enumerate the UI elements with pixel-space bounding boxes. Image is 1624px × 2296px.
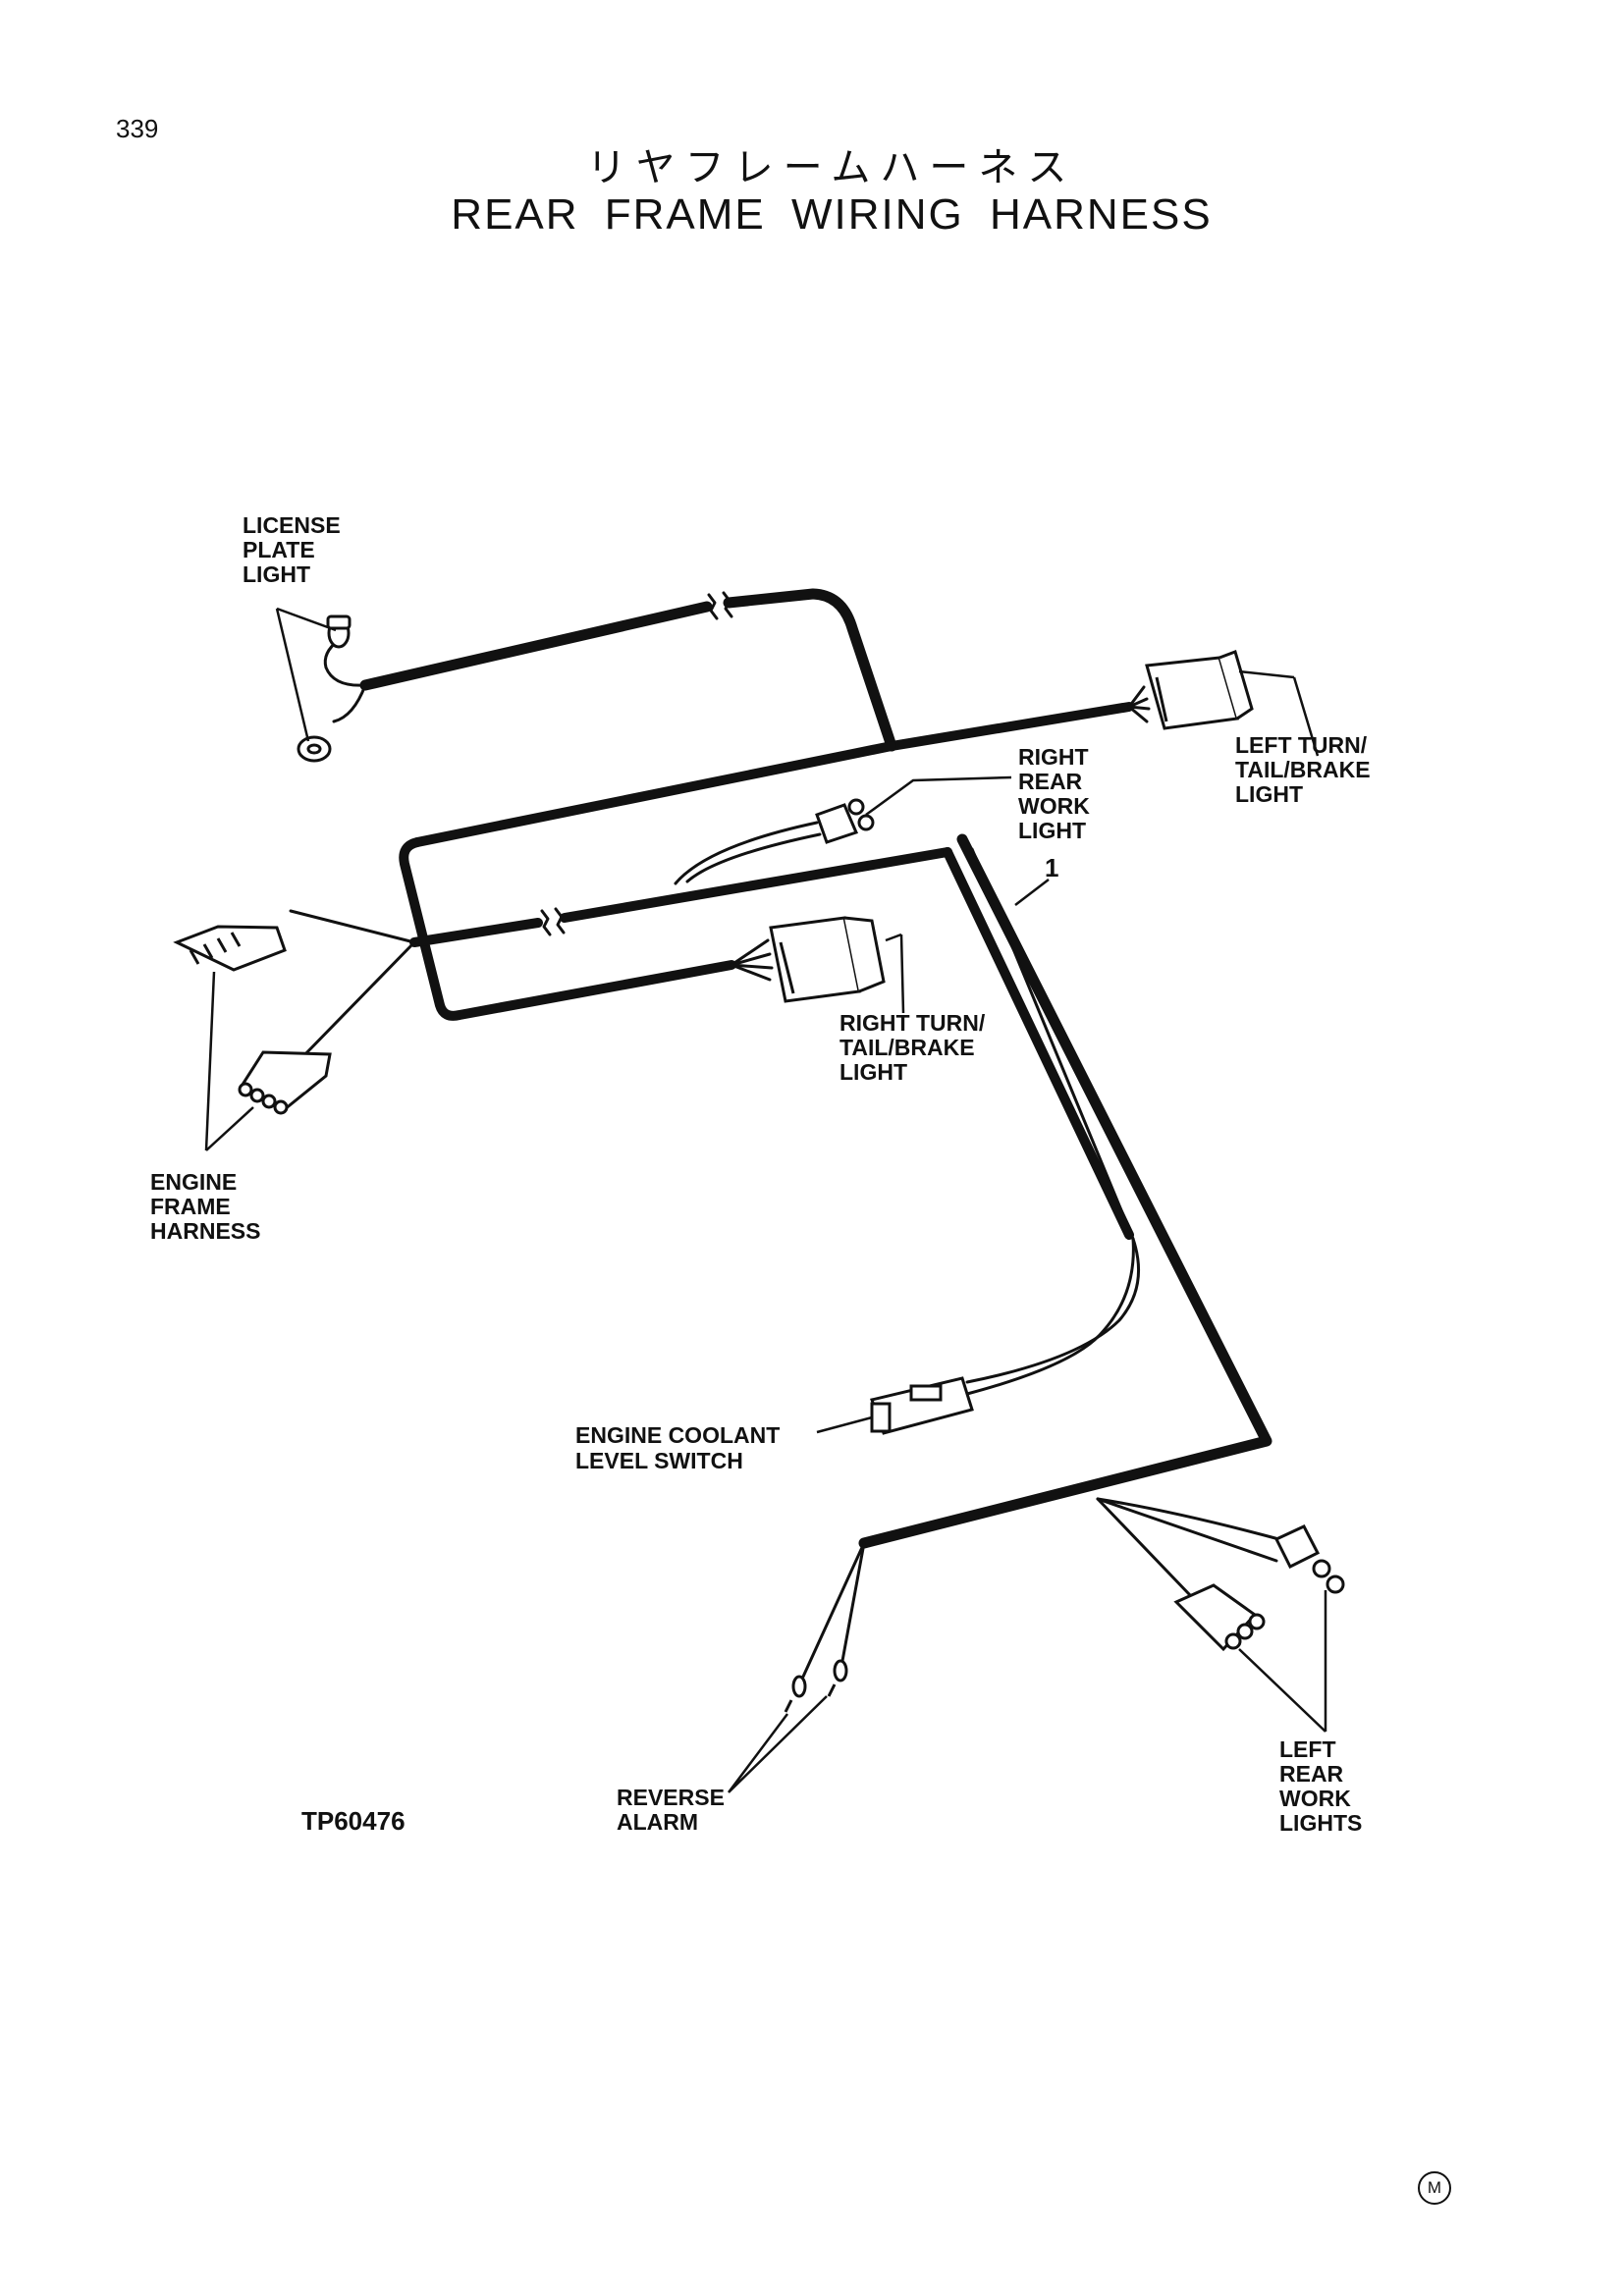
label-line: REAR <box>1279 1761 1344 1787</box>
label-line: LICENSE <box>243 512 341 538</box>
harness-long-outer <box>858 833 1272 1549</box>
wire-right-turn-2 <box>730 952 772 967</box>
wire-engine-frame-2 <box>298 940 416 1062</box>
wire-right-turn-1 <box>730 938 770 967</box>
label-right-rear-work-light: RIGHT REAR WORK LIGHT <box>1018 744 1090 843</box>
label-line: LEVEL SWITCH <box>575 1448 743 1473</box>
left-turn-connector-icon <box>1145 650 1254 730</box>
leader-right-turn <box>885 933 905 1014</box>
harness-license-branch <box>359 601 713 691</box>
corner-mark: M <box>1418 2171 1451 2205</box>
engine-frame-connector-upper-icon <box>173 925 287 972</box>
label-line: LIGHT <box>1235 781 1303 807</box>
label-line: LIGHT <box>839 1059 907 1085</box>
harness-inner-line <box>970 847 1135 1241</box>
ring-terminal-icon <box>297 735 332 763</box>
label-line: LIGHTS <box>1279 1810 1362 1836</box>
label-engine-coolant-switch: ENGINE COOLANT LEVEL SWITCH <box>575 1422 780 1473</box>
leader-reverse-alarm <box>728 1695 828 1793</box>
license-plate-bulb-icon <box>326 614 352 649</box>
page-number: 339 <box>116 114 159 143</box>
label-line: PLATE <box>243 537 315 562</box>
left-rear-work-connector-lower-icon <box>1173 1583 1266 1652</box>
right-turn-connector-icon <box>769 916 886 1003</box>
wire-rear-work-light-2 <box>685 832 822 883</box>
label-line: WORK <box>1018 793 1090 819</box>
wire-license-ground <box>332 683 367 723</box>
label-reverse-alarm: REVERSE ALARM <box>617 1785 725 1835</box>
label-line: LIGHT <box>1018 818 1086 843</box>
label-left-turn-light: LEFT TURN/ TAIL/BRAKE LIGHT <box>1235 732 1371 807</box>
title-english: REAR FRAME WIRING HARNESS <box>451 190 1213 239</box>
harness-license-branch-2 <box>723 588 897 752</box>
harness-long-right <box>943 847 1134 1240</box>
label-line: REVERSE <box>617 1785 725 1810</box>
label-engine-frame-harness: ENGINE FRAME HARNESS <box>150 1169 260 1244</box>
leader-license-plate <box>275 607 337 742</box>
wire-work-lights-1 <box>1096 1497 1288 1543</box>
label-line: LIGHT <box>243 561 310 587</box>
label-right-turn-light: RIGHT TURN/ TAIL/BRAKE LIGHT <box>839 1010 986 1085</box>
wire-rear-work-light <box>674 821 819 885</box>
wire-license-light <box>323 638 367 687</box>
wire-left-turn-4 <box>1127 705 1149 723</box>
wire-work-lights-2 <box>1096 1497 1278 1563</box>
label-line: LEFT TURN/ <box>1235 732 1368 758</box>
coolant-switch-connector-icon <box>870 1376 974 1435</box>
item-ref-number: 1 <box>1045 853 1058 882</box>
label-line: TAIL/BRAKE <box>1235 757 1371 782</box>
label-line: REAR <box>1018 769 1083 794</box>
label-line: ENGINE COOLANT <box>575 1422 780 1448</box>
wire-engine-frame-1 <box>289 909 416 944</box>
leader-right-rear-work <box>865 775 1012 817</box>
break-mark-middle <box>540 907 566 936</box>
label-license-plate-light: LICENSE PLATE LIGHT <box>243 512 341 587</box>
left-rear-work-connector-upper-icon <box>1273 1524 1345 1594</box>
reverse-alarm-terminal-left-icon <box>784 1675 807 1713</box>
label-line: ENGINE <box>150 1169 237 1195</box>
reverse-alarm-terminal-right-icon <box>827 1659 848 1697</box>
label-line: FRAME <box>150 1194 231 1219</box>
leader-left-work-lights <box>1238 1590 1327 1733</box>
leader-left-turn <box>1238 669 1320 757</box>
leader-item-1 <box>1014 879 1050 906</box>
label-line: ALARM <box>617 1809 698 1835</box>
break-mark-upper <box>707 591 733 620</box>
wire-coolant-2 <box>965 1237 1135 1396</box>
label-line: HARNESS <box>150 1218 260 1244</box>
harness-frame-loop-left <box>399 837 736 1021</box>
label-left-rear-work-lights: LEFT REAR WORK LIGHTS <box>1279 1736 1362 1836</box>
title-japanese: リヤフレームハーネス <box>586 145 1077 190</box>
label-line: TAIL/BRAKE <box>839 1035 975 1060</box>
engine-frame-connector-lower-icon <box>238 1050 332 1115</box>
leader-coolant <box>816 1415 873 1434</box>
label-line: WORK <box>1279 1786 1351 1811</box>
wire-left-turn-3 <box>1127 705 1151 711</box>
wire-coolant <box>965 1237 1140 1384</box>
leader-engine-frame <box>204 971 254 1151</box>
label-line: RIGHT <box>1018 744 1089 770</box>
label-line: RIGHT TURN/ <box>839 1010 986 1036</box>
wire-right-turn-3 <box>730 963 774 970</box>
harness-middle-branch <box>409 918 543 947</box>
harness-frame-loop-top <box>412 741 896 847</box>
wire-left-turn-1 <box>1127 685 1146 709</box>
wire-left-turn-2 <box>1127 697 1149 709</box>
wire-right-turn-4 <box>730 963 772 982</box>
label-line: LEFT <box>1279 1736 1336 1762</box>
right-rear-work-connector-icon <box>815 798 875 844</box>
wire-work-lights-3 <box>1096 1497 1192 1597</box>
wire-reverse-alarm-1 <box>801 1541 866 1679</box>
harness-main-trunk <box>887 702 1134 751</box>
figure-id: TP60476 <box>301 1806 406 1836</box>
wire-reverse-alarm-2 <box>840 1541 866 1663</box>
harness-middle-branch-2 <box>560 847 952 923</box>
